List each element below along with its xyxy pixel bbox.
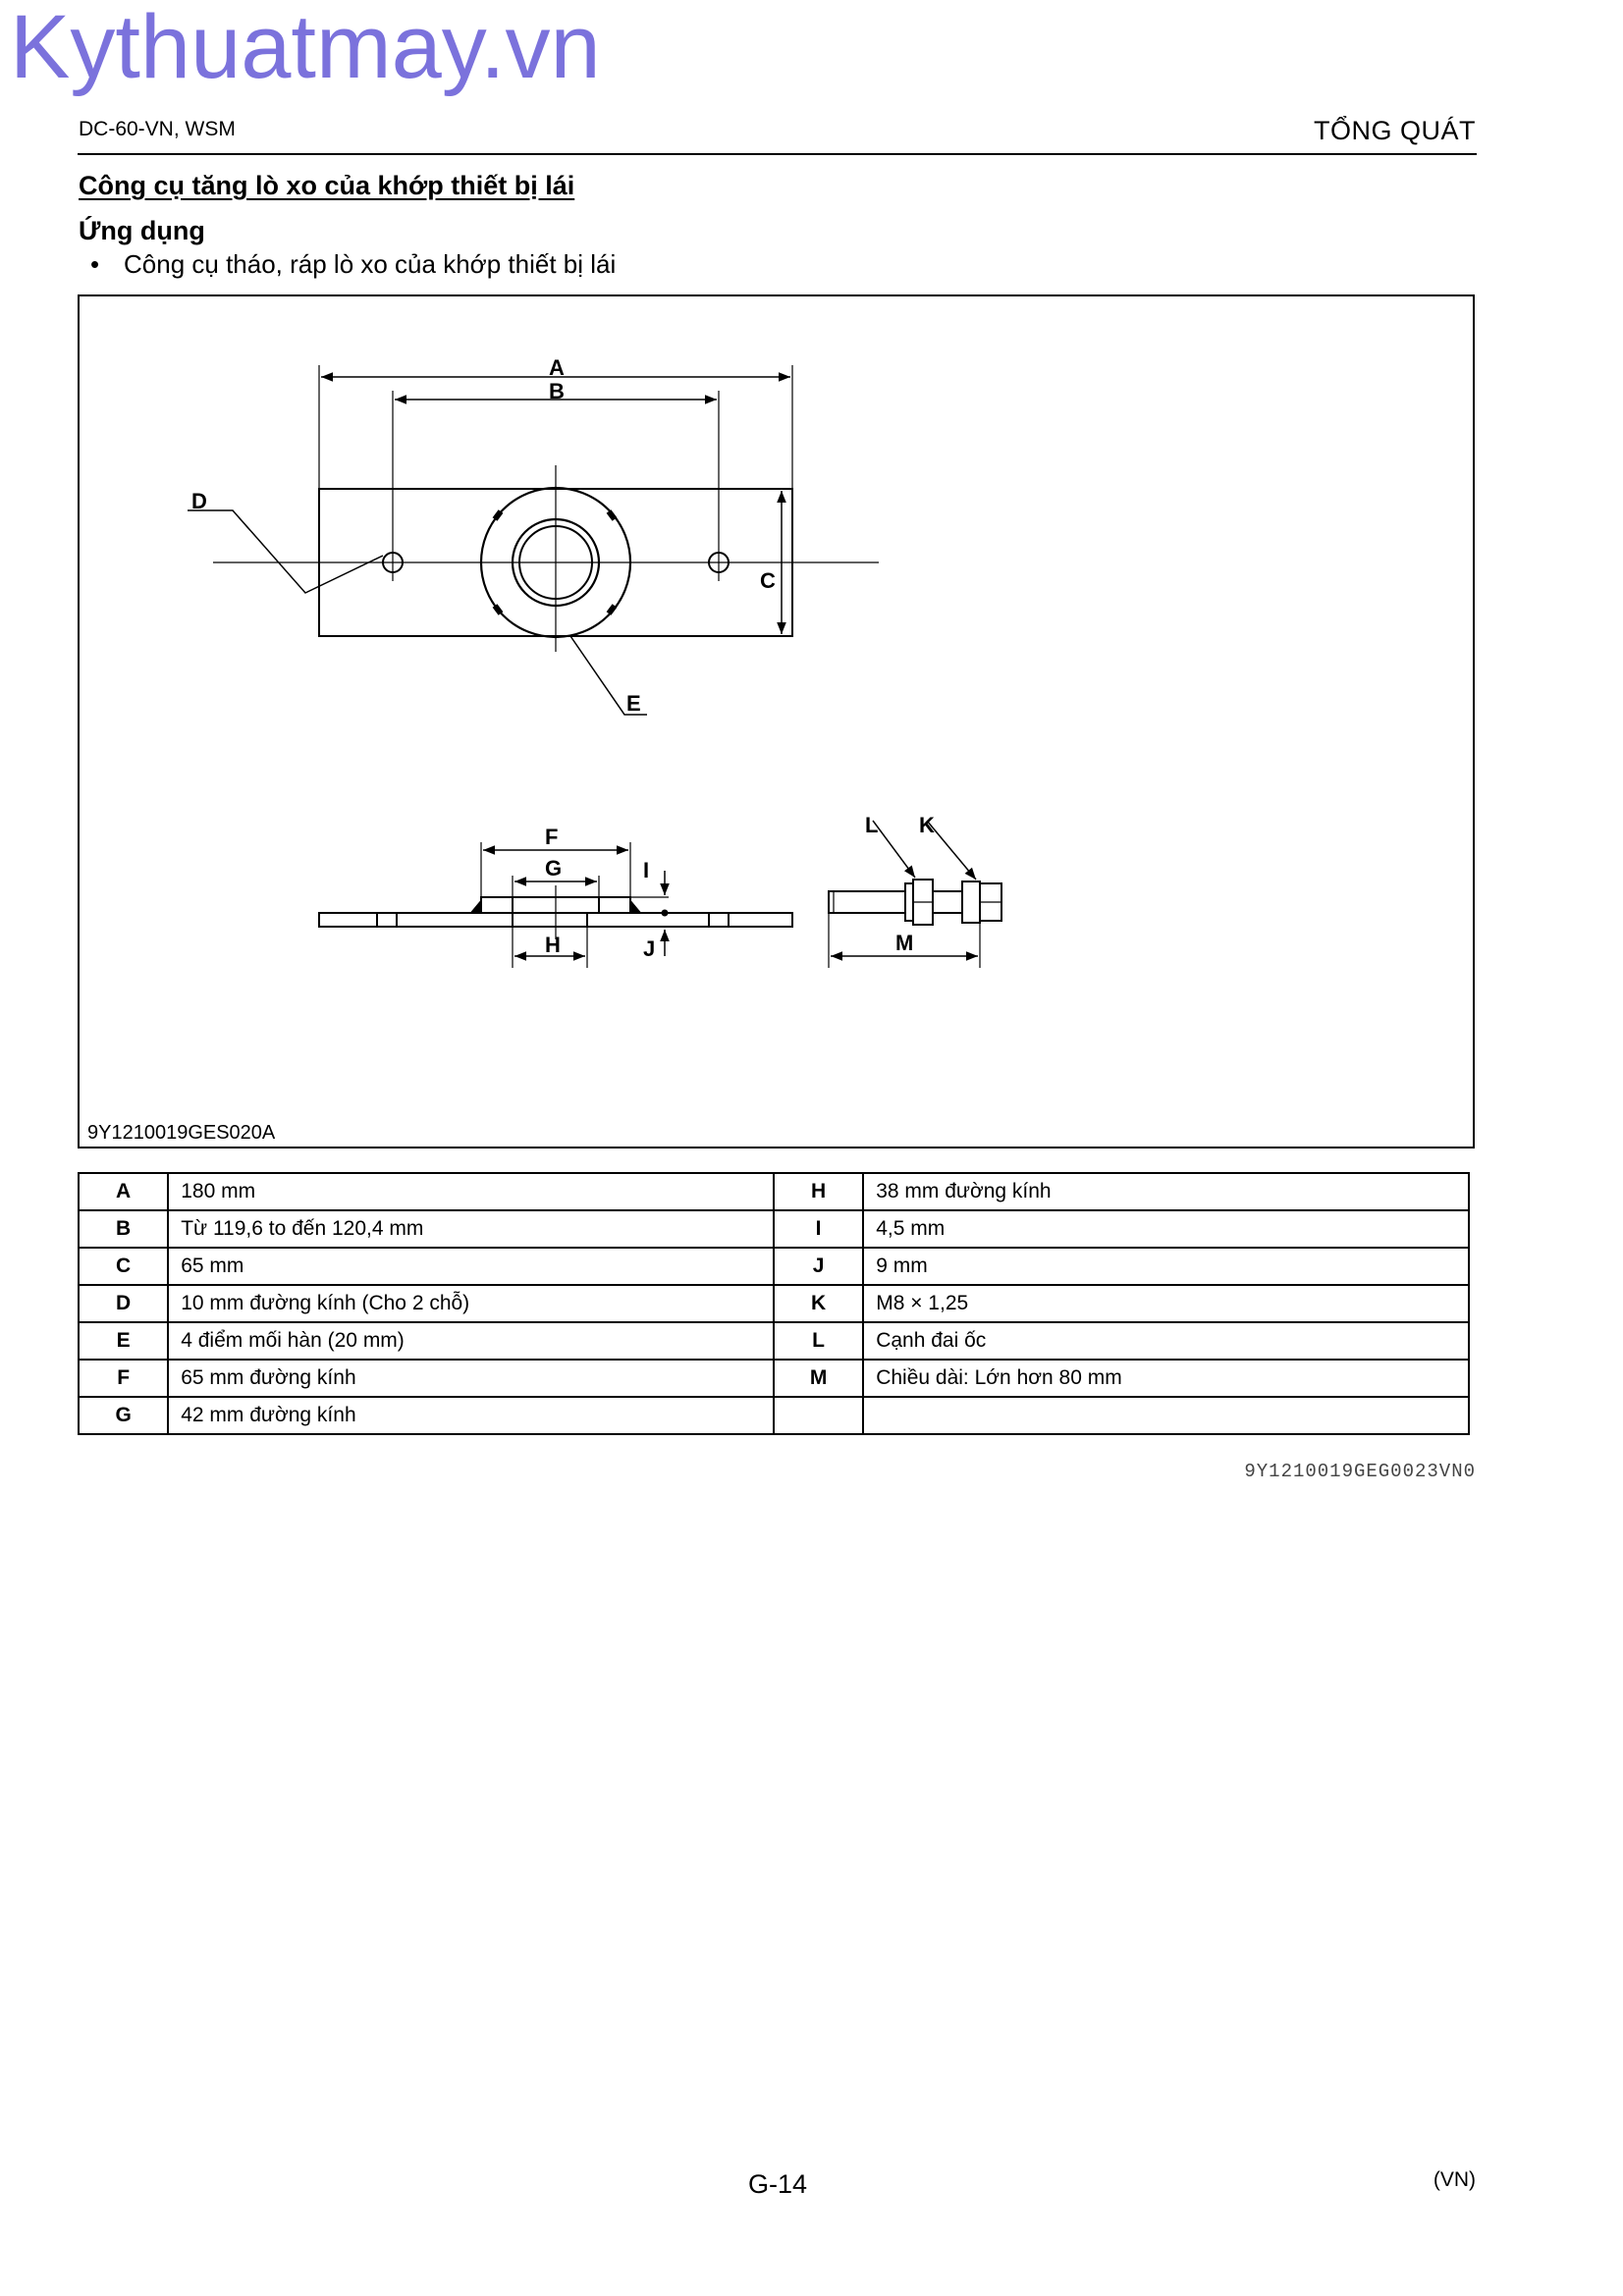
spec-key-cell: L — [772, 1321, 865, 1361]
spec-value-cell: M8 × 1,25 — [862, 1284, 1470, 1323]
spec-key-cell — [772, 1396, 865, 1435]
inner-ring — [511, 517, 601, 608]
application-heading: Ứng dụng — [79, 216, 205, 245]
spec-key-cell: E — [77, 1321, 170, 1361]
label-c: C — [760, 568, 776, 593]
leader-d — [188, 509, 384, 594]
bolt-shank — [828, 890, 906, 914]
label-f: F — [545, 825, 558, 849]
leader-e — [569, 635, 647, 716]
header-rule — [78, 153, 1477, 155]
spec-key-cell: K — [772, 1284, 865, 1323]
spec-key-cell: C — [77, 1247, 170, 1286]
spec-value-cell: 65 mm đường kính — [167, 1359, 775, 1398]
spec-value-cell: Cạnh đai ốc — [862, 1321, 1470, 1361]
header-section: TỔNG QUÁT — [1314, 116, 1476, 145]
page-title: Công cụ tăng lò xo của khớp thiết bị lái — [79, 171, 575, 200]
spec-value-cell — [862, 1396, 1470, 1435]
spec-key-cell: F — [77, 1359, 170, 1398]
spec-value-cell: Từ 119,6 to đến 120,4 mm — [167, 1209, 775, 1249]
figure-code: 9Y1210019GES020A — [87, 1122, 276, 1144]
label-b: B — [549, 379, 565, 403]
weld-side-marks — [468, 898, 643, 914]
application-item: • Công cụ tháo, ráp lò xo của khớp thiết … — [90, 249, 616, 280]
label-j: J — [643, 936, 655, 961]
watermark: Kythuatmay.vn — [10, 0, 601, 97]
spec-key-cell: I — [772, 1209, 865, 1249]
spec-key-cell: A — [77, 1172, 170, 1211]
spec-value-cell: Chiều dài: Lớn hơn 80 mm — [862, 1359, 1470, 1398]
spec-value-cell: 38 mm đường kính — [862, 1172, 1470, 1211]
nut-flange — [904, 882, 914, 922]
application-item-text: Công cụ tháo, ráp lò xo của khớp thiết b… — [124, 249, 617, 279]
outer-ring — [479, 486, 632, 639]
spec-key-cell: M — [772, 1359, 865, 1398]
label-a: A — [549, 355, 565, 380]
label-l: L — [865, 813, 878, 837]
spec-key-cell: B — [77, 1209, 170, 1249]
spec-value-cell: 42 mm đường kính — [167, 1396, 775, 1435]
spec-value-cell: 180 mm — [167, 1172, 775, 1211]
spec-key-cell: G — [77, 1396, 170, 1435]
spec-value-cell: 65 mm — [167, 1247, 775, 1286]
label-g: G — [545, 856, 562, 881]
reference-code: 9Y1210019GEG0023VN0 — [1244, 1461, 1476, 1482]
bullet-icon: • — [90, 249, 100, 279]
technical-drawing: A B C D E F G H I J K L M 9Y1210019GES02… — [78, 294, 1475, 1148]
page-number: G-14 — [748, 2169, 808, 2199]
spec-key-cell: H — [772, 1172, 865, 1211]
header-doc-code: DC-60-VN, WSM — [79, 118, 236, 140]
language-tag: (VN) — [1433, 2168, 1476, 2191]
bore — [518, 525, 593, 600]
label-d: D — [191, 489, 207, 513]
leader-k — [926, 820, 977, 881]
label-i: I — [643, 858, 649, 882]
label-k: K — [919, 813, 935, 837]
spec-key-cell: D — [77, 1284, 170, 1323]
label-m: M — [895, 931, 913, 955]
spec-key-cell: J — [772, 1247, 865, 1286]
spec-value-cell: 9 mm — [862, 1247, 1470, 1286]
weld-marks — [492, 509, 618, 615]
spec-value-cell: 4,5 mm — [862, 1209, 1470, 1249]
label-h: H — [545, 933, 561, 957]
label-e: E — [626, 691, 641, 716]
spec-value-cell: 10 mm đường kính (Cho 2 chỗ) — [167, 1284, 775, 1323]
drawing-svg: A B C D E F G H I J K L M — [188, 355, 1002, 968]
bolt-head-washer — [961, 881, 981, 924]
leader-l — [872, 820, 916, 879]
spec-value-cell: 4 điểm mối hàn (20 mm) — [167, 1321, 775, 1361]
